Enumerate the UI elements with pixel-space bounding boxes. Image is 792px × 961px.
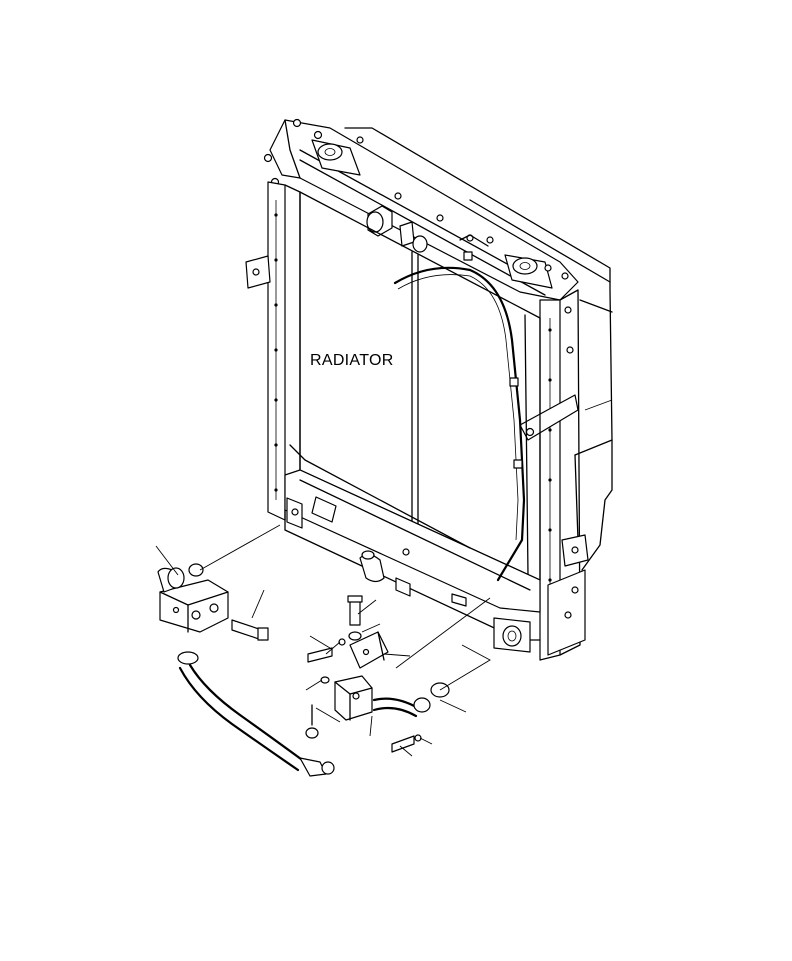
radiator-frame	[245, 118, 589, 661]
radiator-hoses	[393, 234, 526, 582]
rear-shroud	[344, 127, 613, 571]
callout-leaders	[155, 545, 467, 757]
radiator-label: RADIATOR	[310, 352, 394, 369]
lower-components	[157, 524, 491, 777]
